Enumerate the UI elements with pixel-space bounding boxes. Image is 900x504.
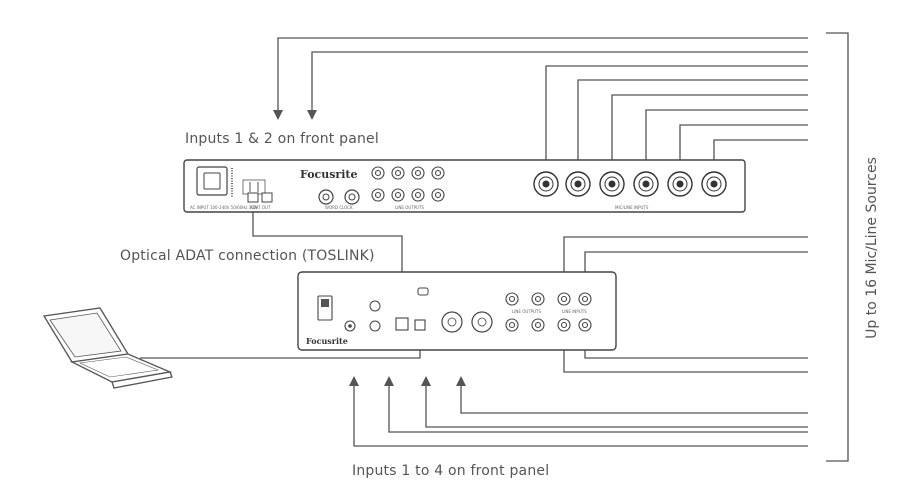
adat-out-label: ADAT OUT bbox=[250, 205, 271, 210]
cable-mic-input-6 bbox=[713, 139, 808, 162]
interface-line-inputs-label: LINE INPUTS bbox=[562, 309, 587, 314]
cable-mic-input-1 bbox=[545, 65, 808, 162]
cable-line-input-4 bbox=[584, 331, 808, 359]
cable-interface-input-3 bbox=[425, 384, 808, 428]
arrow-interface-input-2 bbox=[384, 376, 394, 386]
cable-interface-input-2 bbox=[388, 384, 808, 433]
arrow-interface-input-1 bbox=[349, 376, 359, 386]
interface-brand: Focusrite bbox=[306, 336, 348, 346]
label-front-panel-top: Inputs 1 & 2 on front panel bbox=[185, 131, 379, 147]
cable-mic-input-5 bbox=[679, 124, 808, 162]
cable-interface-input-1 bbox=[353, 384, 808, 447]
cable-mic-input-2 bbox=[577, 79, 808, 162]
audio-interface: LINE OUTPUTS LINE INPUTS Focusrite bbox=[297, 271, 617, 351]
rack-mic-inputs bbox=[533, 171, 727, 197]
rack-optical-port bbox=[247, 192, 259, 203]
arrow-front-input-1 bbox=[273, 110, 283, 120]
arrow-interface-input-4 bbox=[456, 376, 466, 386]
interface-line-outputs-label: LINE OUTPUTS bbox=[512, 309, 542, 314]
usb-port bbox=[414, 319, 426, 331]
arrow-interface-input-3 bbox=[421, 376, 431, 386]
rack-mic-inputs-label: MIC/LINE INPUTS bbox=[615, 205, 649, 210]
laptop bbox=[42, 307, 173, 389]
rack-brand: Focusrite bbox=[300, 168, 358, 181]
label-sources: Up to 16 Mic/Line Sources bbox=[864, 157, 880, 339]
source-bracket bbox=[826, 32, 849, 462]
interface-line-outputs bbox=[505, 292, 545, 332]
label-front-panel-bottom: Inputs 1 to 4 on front panel bbox=[352, 463, 550, 479]
rack-unit: AC INPUT 100-240V 50/60Hz 30W ADAT OUT F… bbox=[183, 159, 746, 213]
interface-optical-port bbox=[395, 317, 409, 331]
interface-line-inputs bbox=[557, 292, 592, 332]
cable-mic-input-4 bbox=[645, 109, 808, 162]
label-optical-connection: Optical ADAT connection (TOSLINK) bbox=[120, 248, 375, 264]
rack-line-outputs-label: LINE OUTPUTS bbox=[395, 205, 425, 210]
word-clock-label: WORD CLOCK bbox=[325, 205, 353, 210]
cable-front-input-2 bbox=[311, 51, 808, 114]
rack-line-outputs bbox=[371, 166, 445, 202]
power-text: AC INPUT 100-240V 50/60Hz 30W bbox=[190, 205, 258, 210]
cable-mic-input-3 bbox=[611, 94, 808, 162]
cable-front-input-1 bbox=[277, 37, 808, 114]
arrow-front-input-2 bbox=[307, 110, 317, 120]
cable-line-input-2 bbox=[584, 251, 808, 294]
cable-interface-input-4 bbox=[460, 384, 808, 414]
